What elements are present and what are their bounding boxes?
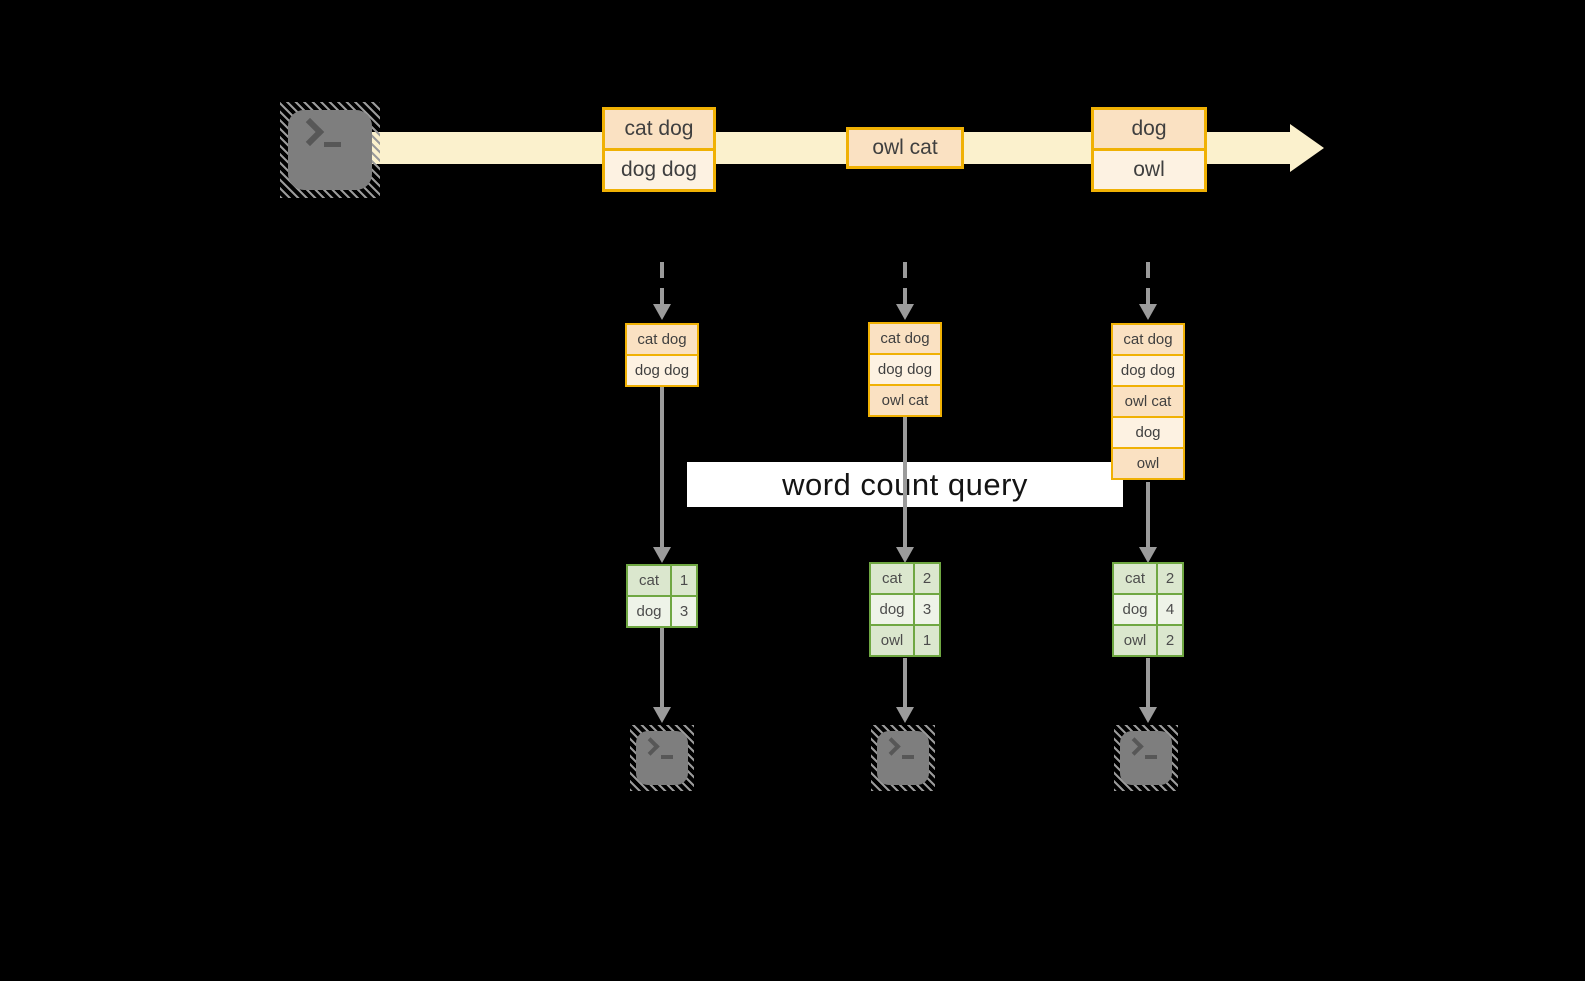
output-arrowhead-icon	[653, 707, 671, 723]
buffered-event: dog	[1113, 416, 1183, 447]
terminal-body	[877, 731, 929, 785]
output-terminal-icon	[630, 725, 694, 791]
buffered-event: cat dog	[870, 324, 940, 353]
query-flow-arrowhead-icon	[653, 547, 671, 563]
stream-event-line: cat dog	[605, 110, 713, 148]
ingest-arrowhead-icon	[653, 304, 671, 320]
buffered-events-stack-3: cat dog dog dog owl cat dog owl	[1111, 323, 1185, 480]
count-cell: 2	[1165, 632, 1175, 649]
query-flow-arrow-shaft	[660, 387, 664, 547]
buffered-event: dog dog	[870, 353, 940, 384]
word-cell: cat	[628, 566, 672, 595]
word-cell: owl	[1114, 626, 1158, 655]
buffered-event: owl cat	[1113, 385, 1183, 416]
stream-event-line: owl	[1094, 148, 1204, 189]
stream-event-batch-3: dog owl	[1091, 107, 1207, 192]
query-flow-arrowhead-icon	[896, 547, 914, 563]
prompt-chevron-icon	[641, 737, 660, 756]
prompt-chevron-icon	[882, 737, 901, 756]
word-cell: dog	[1114, 595, 1158, 624]
stream-event-line: dog dog	[605, 148, 713, 189]
stream-event-line: dog	[1094, 110, 1204, 148]
count-cell: 2	[922, 570, 932, 587]
stream-event-batch-2: owl cat	[846, 127, 964, 169]
word-cell: dog	[628, 597, 672, 626]
buffered-events-stack-1: cat dog dog dog	[625, 323, 699, 387]
prompt-underscore-icon	[661, 755, 673, 759]
buffered-event: cat dog	[627, 325, 697, 354]
word-count-table-2: cat 2 dog 3 owl 1	[869, 562, 941, 657]
prompt-underscore-icon	[324, 142, 341, 147]
count-cell: 2	[1165, 570, 1175, 587]
buffered-event: owl cat	[870, 384, 940, 415]
query-flow-arrow-shaft	[1146, 482, 1150, 547]
terminal-body	[636, 731, 688, 785]
word-cell: dog	[871, 595, 915, 624]
count-cell: 3	[679, 603, 689, 620]
ingest-arrowhead-icon	[1139, 304, 1157, 320]
word-count-table-1: cat 1 dog 3	[626, 564, 698, 628]
buffered-event: owl	[1113, 447, 1183, 478]
output-terminal-icon	[871, 725, 935, 791]
prompt-chevron-icon	[295, 117, 325, 147]
stream-event-batch-1: cat dog dog dog	[602, 107, 716, 192]
output-arrow-shaft	[660, 628, 664, 707]
query-flow-arrow-shaft	[903, 417, 907, 547]
word-count-table-3: cat 2 dog 4 owl 2	[1112, 562, 1184, 657]
prompt-chevron-icon	[1125, 737, 1144, 756]
terminal-body	[1120, 731, 1172, 785]
ingest-arrowhead-icon	[896, 304, 914, 320]
stream-event-line: owl cat	[849, 130, 961, 166]
count-cell: 1	[922, 632, 932, 649]
query-flow-arrowhead-icon	[1139, 547, 1157, 563]
output-terminal-icon	[1114, 725, 1178, 791]
ingest-arrow-shaft	[903, 262, 907, 304]
output-arrowhead-icon	[896, 707, 914, 723]
word-cell: owl	[871, 626, 915, 655]
source-terminal-icon	[280, 102, 380, 198]
ingest-arrow-shaft	[660, 262, 664, 304]
buffered-event: dog dog	[1113, 354, 1183, 385]
count-cell: 1	[679, 572, 689, 589]
stream-timeline-arrowhead-icon	[1290, 124, 1324, 172]
buffered-events-stack-2: cat dog dog dog owl cat	[868, 322, 942, 417]
word-cell: cat	[1114, 564, 1158, 593]
buffered-event: dog dog	[627, 354, 697, 385]
output-arrow-shaft	[903, 658, 907, 707]
prompt-underscore-icon	[902, 755, 914, 759]
word-cell: cat	[871, 564, 915, 593]
ingest-arrow-shaft	[1146, 262, 1150, 304]
terminal-body	[288, 110, 372, 190]
output-arrow-shaft	[1146, 658, 1150, 707]
buffered-event: cat dog	[1113, 325, 1183, 354]
count-cell: 4	[1165, 601, 1175, 618]
output-arrowhead-icon	[1139, 707, 1157, 723]
prompt-underscore-icon	[1145, 755, 1157, 759]
count-cell: 3	[922, 601, 932, 618]
